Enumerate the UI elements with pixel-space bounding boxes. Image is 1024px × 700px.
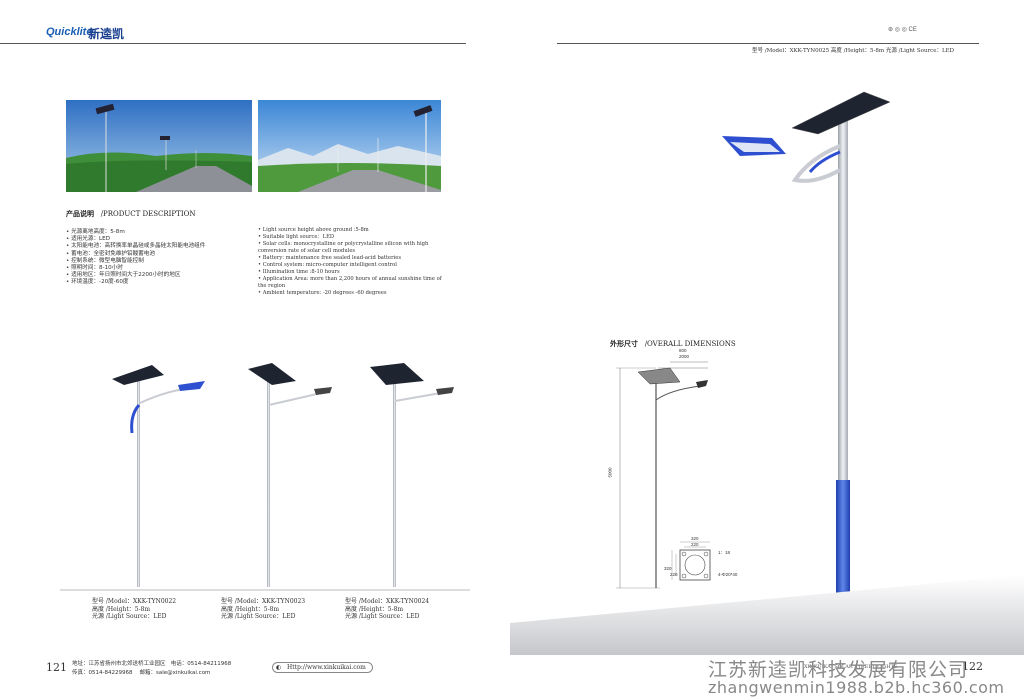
overall-dimensions-title: 外形尺寸 /OVERALL DIMENSIONS <box>610 339 736 349</box>
spec-cn: 光源离地高度：5-8m <box>66 229 256 236</box>
dim-base-h1: 320 <box>664 566 672 571</box>
spec-cn: 适用地区：年日照时间大于2200小时的地区 <box>66 272 256 279</box>
spec-cn: 控制系统：微型电脑智能控制 <box>66 258 256 265</box>
footer-phone: 电话：0514-84211968 <box>170 661 232 667</box>
certification-icons: ⊛ ◎ ◎ CE <box>888 27 917 33</box>
website-url: Http://www.xinkuikai.com <box>287 664 366 671</box>
specs-list-en: Light source height above ground :5-8m S… <box>258 227 443 297</box>
spec-en: Solar cells: monocrystalline or polycrys… <box>258 241 443 255</box>
model-height: 高度 /Height：5-8m <box>92 605 151 613</box>
spec-cn: 环境温度：-20度-60度 <box>66 279 256 286</box>
header-rule-right <box>557 43 979 44</box>
model-source: 光源 /Light Source：LED <box>92 613 167 620</box>
dim-bolt: 1：18 <box>718 550 731 555</box>
model-height: 高度 /Height：5-8m <box>221 605 280 613</box>
header-rule-left <box>0 43 466 44</box>
section-title-en: /PRODUCT DESCRIPTION <box>100 210 196 218</box>
spec-en: Control system: micro-computer intellige… <box>258 262 443 269</box>
dims-title-en: /OVERALL DIMENSIONS <box>644 340 736 348</box>
website-link[interactable]: ◐ Http://www.xinkuikai.com <box>272 662 373 673</box>
spec-cn: 适用光源：LED <box>66 236 256 243</box>
dim-base-w2: 220 <box>691 542 699 547</box>
spec-en: Ambient temperature: -20 degrees -60 deg… <box>258 290 443 297</box>
model-name: 型号 /Model：XKK-TYN0022 <box>92 598 177 605</box>
large-lamp-illustration <box>722 91 891 616</box>
product-description-title: 产品说明 /PRODUCT DESCRIPTION <box>66 209 195 219</box>
lamp-model-0023 <box>248 363 332 587</box>
footer-band-text: XINKUIKAI SOLAR STREET LIGHTS <box>804 664 898 670</box>
model-caption-0023: 型号 /Model：XKK-TYN0023 高度 /Height：5-8m 光源… <box>221 598 305 621</box>
spec-cn: 蓄电池：全密封免维护铅酸蓄电池 <box>66 251 256 258</box>
dims-title-cn: 外形尺寸 <box>610 340 638 348</box>
dim-arm-bottom: 2000 <box>679 354 690 359</box>
model-source: 光源 /Light Source：LED <box>221 613 296 620</box>
dim-height: 5000 <box>607 467 613 478</box>
footer-email: 邮箱：sale@xinkuikai.com <box>139 670 211 676</box>
section-title-cn: 产品说明 <box>66 210 94 218</box>
road-photo-1 <box>66 100 252 192</box>
model-name: 型号 /Model：XKK-TYN0024 <box>345 598 430 605</box>
model-source: 光源 /Light Source：LED <box>345 613 420 620</box>
dim-holes: 4-Φ20*40 <box>718 572 738 577</box>
model-name: 型号 /Model：XKK-TYN0023 <box>221 598 306 605</box>
spec-cn: 太阳能电池：高转换率单晶硅或多晶硅太阳能电池组件 <box>66 243 256 250</box>
spec-en: Application Area: more than 2,200 hours … <box>258 276 443 290</box>
brand-logo-cn: 新逵凯 <box>88 27 125 41</box>
spec-en: Illumination time :8-10 hours <box>258 269 443 276</box>
model-caption-0022: 型号 /Model：XKK-TYN0022 高度 /Height：5-8m 光源… <box>92 598 176 621</box>
dim-base-w1: 320 <box>691 536 699 541</box>
spec-en: Battery: maintenance free sealed lead-ac… <box>258 255 443 262</box>
ground-plane <box>510 575 1024 655</box>
watermark-company: 江苏新逵凯科技发展有限公司 <box>708 659 969 681</box>
spec-en: Suitable light source：LED <box>258 234 443 241</box>
page-number-right: 122 <box>962 660 983 673</box>
dimensions-drawing <box>616 361 711 589</box>
globe-icon: ◐ <box>276 664 282 671</box>
specs-list-cn: 光源离地高度：5-8m 适用光源：LED 太阳能电池：高转换率单晶硅或多晶硅太阳… <box>66 229 256 287</box>
right-header-model: 型号 /Model：XKK-TYN0025 高度 /Height：5-8m 光源… <box>752 48 955 54</box>
dim-base-h2: 220 <box>670 572 678 577</box>
lamp-products-illustration <box>60 363 470 591</box>
footer-address: 地址：江苏省扬州市北郊送桥工业园区 <box>72 661 166 667</box>
lamp-model-0024 <box>370 363 454 587</box>
model-caption-0024: 型号 /Model：XKK-TYN0024 高度 /Height：5-8m 光源… <box>345 598 429 621</box>
model-height: 高度 /Height：5-8m <box>345 605 404 613</box>
dim-arm-top: 800 <box>679 348 687 353</box>
page-number-left: 121 <box>46 661 67 674</box>
brand-logo-en: Quicklite <box>46 26 93 38</box>
lamp-model-0022 <box>112 365 205 587</box>
spec-cn: 照明时间：8-10小时 <box>66 265 256 272</box>
watermark-url: zhangwenmin1988.b2b.hc360.com <box>708 678 1005 697</box>
footer-contact: 地址：江苏省扬州市北郊送桥工业园区 电话：0514-84211968 传真：05… <box>72 660 231 678</box>
spec-en: Light source height above ground :5-8m <box>258 227 443 234</box>
footer-fax: 传真：0514-84229968 <box>72 670 133 676</box>
road-photo-2 <box>258 100 441 192</box>
